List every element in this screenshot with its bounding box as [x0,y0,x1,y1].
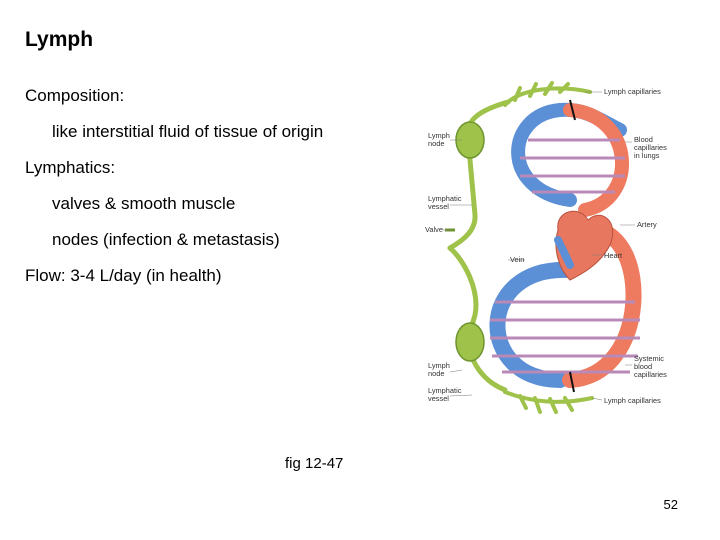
label-systemic-cap-3: capillaries [634,370,667,379]
vena-cava [554,236,574,269]
bullet-lymphatics-valves: valves & smooth muscle [52,194,236,213]
label-vein: Vein [510,255,524,264]
label-lymphatic-vessel-top-2: vessel [428,202,449,211]
bullet-lymphatics: Lymphatics: [25,158,116,177]
label-artery: Artery [637,220,657,229]
flow-arrow-bottom [569,371,575,393]
pulmonary-arterial-limb [563,103,629,217]
label-systemic-cap-1: Systemic [634,354,664,363]
bullet-composition-detail: like interstitial fluid of tissue of ori… [52,122,324,141]
bullet-flow: Flow: 3-4 L/day (in health) [25,266,222,285]
label-blood-cap-lungs-1: Blood [634,135,653,144]
label-lymph-node-bottom-1: Lymph [428,361,450,370]
slide-title: Lymph [25,28,94,51]
bullet-lymphatics-nodes: nodes (infection & metastasis) [52,230,280,249]
flow-arrow-top [569,99,576,121]
circulation-diagram: Lymph capillaries Lymph node Blood capil… [425,81,667,414]
pulmonary-capillaries [520,138,625,194]
label-blood-cap-lungs-3: in lungs [634,151,660,160]
label-systemic-cap-2: blood [634,362,652,371]
label-lymphatic-vessel-bottom-2: vessel [428,394,449,403]
bullet-composition: Composition: [25,86,125,105]
label-heart: Heart [604,251,622,260]
systemic-venous-limb [489,261,578,388]
label-lymphatic-vessel-top-1: Lymphatic [428,194,462,203]
lymph-capillaries-top-shape [503,81,592,107]
page-number: 52 [663,497,678,512]
label-valve: Valve [425,225,443,234]
label-lymphatic-vessel-bottom-1: Lymphatic [428,386,462,395]
slide-body: Composition: like interstitial fluid of … [25,84,395,300]
label-lymph-node-top-2: node [428,139,444,148]
systemic-capillaries [490,300,640,374]
lymph-capillaries-bottom-shape [503,390,594,414]
label-blood-cap-lungs-2: capillaries [634,143,667,152]
label-lymph-capillaries-bottom: Lymph capillaries [604,396,661,405]
lymph-node-bottom [455,322,485,362]
label-lymph-capillaries-top: Lymph capillaries [604,87,661,96]
lymphatic-vessel-top [447,99,511,251]
figure-caption: fig 12-47 [285,455,344,472]
leader-lines [443,91,635,401]
label-lymph-node-top-1: Lymph [428,131,450,140]
label-lymph-node-bottom-2: node [428,369,444,378]
